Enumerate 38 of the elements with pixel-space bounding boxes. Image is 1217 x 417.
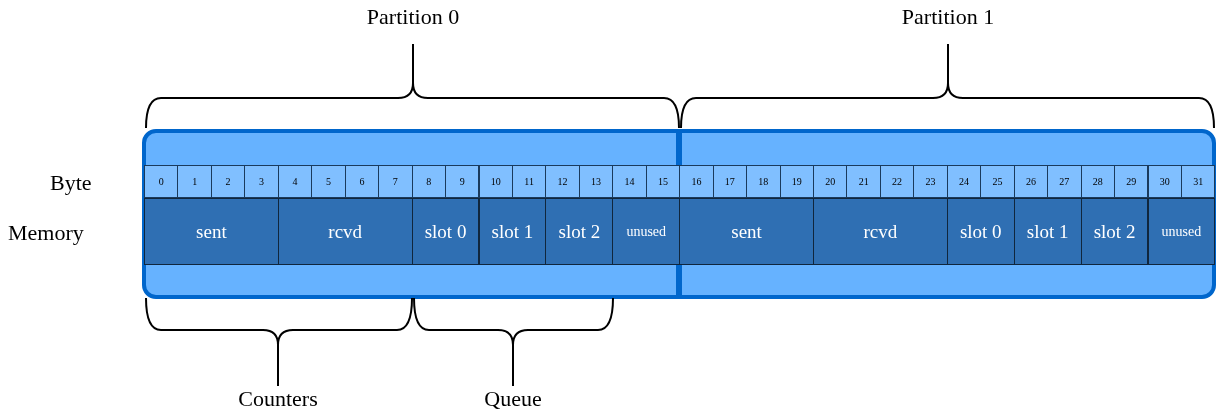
memory-field: slot 1 <box>478 198 547 265</box>
memory-field: slot 1 <box>1013 198 1082 265</box>
memory-field: unused <box>1147 198 1216 265</box>
memory-field: sent <box>144 198 279 265</box>
brace-label: Partition 0 <box>366 4 460 30</box>
memory-field: sent <box>679 198 814 265</box>
memory-field: slot 0 <box>411 198 480 265</box>
byte-number: 16 <box>679 165 714 198</box>
memory-field: slot 2 <box>1080 198 1149 265</box>
memory-field: slot 0 <box>946 198 1015 265</box>
byte-number: 7 <box>378 165 413 198</box>
byte-number: 14 <box>612 165 647 198</box>
byte-number: 20 <box>813 165 848 198</box>
brace-label: Counters <box>238 386 318 412</box>
memory-field: rcvd <box>277 198 413 265</box>
row-label: Byte <box>50 170 92 196</box>
byte-number: 3 <box>244 165 279 198</box>
byte-number: 18 <box>746 165 781 198</box>
byte-number: 1 <box>177 165 212 198</box>
byte-number: 25 <box>980 165 1015 198</box>
byte-number: 5 <box>311 165 346 198</box>
brace-label: Partition 1 <box>901 4 995 30</box>
byte-number: 9 <box>445 165 480 198</box>
memory-field: rcvd <box>813 198 948 265</box>
byte-number: 0 <box>144 165 179 198</box>
byte-number: 30 <box>1147 165 1182 198</box>
byte-number: 12 <box>545 165 580 198</box>
memory-field: slot 2 <box>545 198 614 265</box>
byte-number: 27 <box>1047 165 1082 198</box>
byte-number: 10 <box>478 165 513 198</box>
brace-label: Queue <box>484 386 542 412</box>
byte-number: 31 <box>1180 165 1216 198</box>
byte-number: 29 <box>1114 165 1149 198</box>
byte-number: 19 <box>779 165 814 198</box>
byte-number: 23 <box>913 165 948 198</box>
byte-number: 21 <box>846 165 881 198</box>
memory-field: unused <box>612 198 681 265</box>
row-label: Memory <box>8 220 84 246</box>
